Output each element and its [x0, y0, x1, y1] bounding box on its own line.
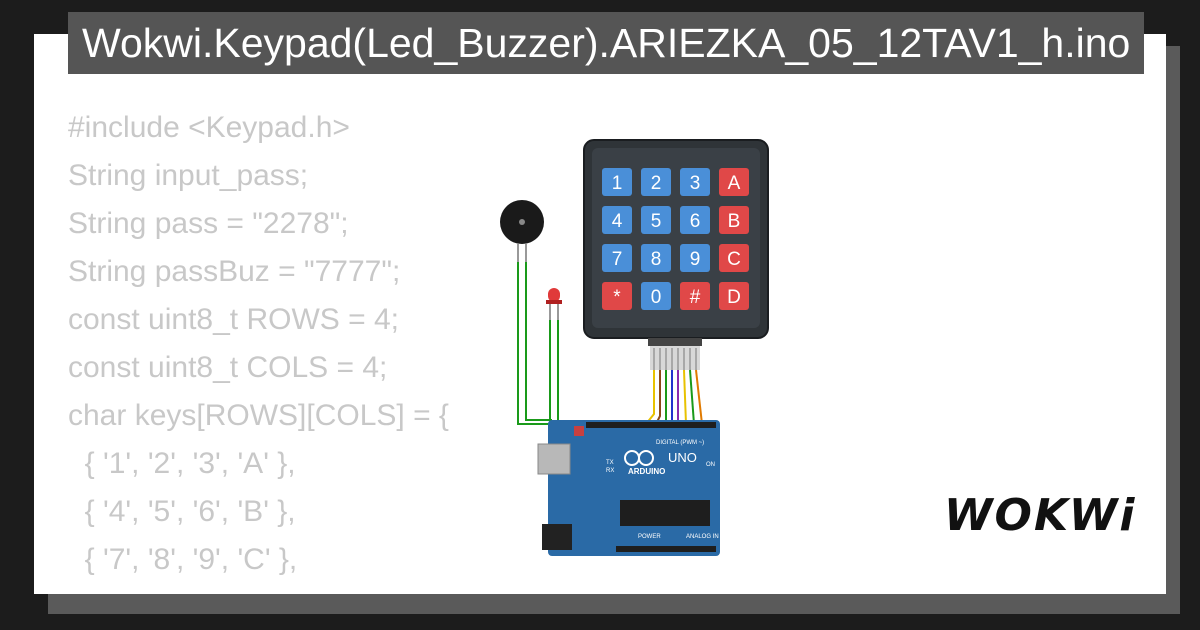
code-line: char keys[ROWS][COLS] = { — [68, 399, 449, 432]
keypad-key-label: C — [727, 249, 741, 270]
keypad-key-label: 2 — [651, 173, 662, 194]
keypad-key-label: B — [728, 211, 741, 232]
keypad-key-label: A — [728, 173, 741, 194]
keypad-key-label: 5 — [651, 211, 662, 232]
keypad-key-label: 0 — [651, 287, 662, 308]
code-line: String input_pass; — [68, 159, 309, 192]
board-tx-label: TX — [606, 460, 614, 466]
keypad-key-label: 1 — [612, 173, 623, 194]
keypad-key-label: 6 — [690, 211, 701, 232]
board-rx-label: RX — [606, 468, 614, 474]
keypad-key-label: 7 — [612, 249, 623, 270]
keypad-key-label: 4 — [612, 211, 623, 232]
keypad-key — [680, 168, 710, 196]
keypad-key — [719, 282, 749, 310]
keypad-key-label: 9 — [690, 249, 701, 270]
board-on-label: ON — [706, 462, 715, 468]
keypad-key — [680, 244, 710, 272]
code-line: #include <Keypad.h> — [68, 111, 350, 144]
keypad-key — [602, 282, 632, 310]
keypad-4x4: 1 2 3 A 4 5 6 B 7 8 9 C * 0 # D — [583, 139, 769, 339]
keypad-key — [641, 244, 671, 272]
keypad-key — [680, 206, 710, 234]
keypad-key — [641, 206, 671, 234]
code-line: const uint8_t COLS = 4; — [68, 351, 388, 384]
wokwi-logo: WOKWi — [944, 490, 1137, 541]
keypad-key-label: * — [613, 287, 621, 308]
board-brand-label: ARDUINO — [628, 467, 665, 476]
keypad-key — [602, 168, 632, 196]
keypad-key — [641, 282, 671, 310]
board-analog-label: ANALOG IN — [686, 534, 719, 540]
keypad-key — [719, 244, 749, 272]
project-title: Wokwi.Keypad(Led_Buzzer).ARIEZKA_05_12TA… — [68, 12, 1145, 74]
code-line: String pass = "2278"; — [68, 207, 349, 240]
arduino-uno-board — [537, 420, 720, 556]
keypad-key — [719, 168, 749, 196]
keypad-key — [680, 282, 710, 310]
keypad-key-label: # — [690, 287, 701, 308]
buzzer — [500, 200, 544, 262]
keypad-key — [602, 244, 632, 272]
code-line: String passBuz = "7777"; — [68, 255, 401, 288]
preview-card: #include <Keypad.h> String input_pass; Str… — [34, 34, 1166, 594]
keypad-connector — [648, 338, 702, 370]
keypad-key — [719, 206, 749, 234]
keypad-wires — [645, 369, 703, 425]
keypad-key — [602, 206, 632, 234]
code-line: { '1', '2', '3', 'A' }, — [68, 447, 296, 480]
keypad-key-label: 3 — [690, 173, 701, 194]
keypad-key-label: 8 — [651, 249, 662, 270]
board-power-label: POWER — [638, 534, 661, 540]
board-digital-label: DIGITAL (PWM ~) — [656, 440, 704, 446]
code-line: { '4', '5', '6', 'B' }, — [68, 495, 296, 528]
board-uno-label: UNO — [668, 450, 697, 465]
keypad-key-label: D — [727, 287, 741, 308]
code-listing: #include <Keypad.h> String input_pass; Str… — [68, 104, 548, 594]
keypad-key — [641, 168, 671, 196]
circuit-diagram: 1 2 3 A 4 5 6 B 7 8 9 C * 0 # D — [500, 139, 769, 556]
code-line: const uint8_t ROWS = 4; — [68, 303, 399, 336]
led-red — [546, 288, 562, 320]
code-line: { '*', '0', '#', 'D' } — [68, 584, 548, 594]
code-line: { '7', '8', '9', 'C' }, — [68, 543, 298, 576]
